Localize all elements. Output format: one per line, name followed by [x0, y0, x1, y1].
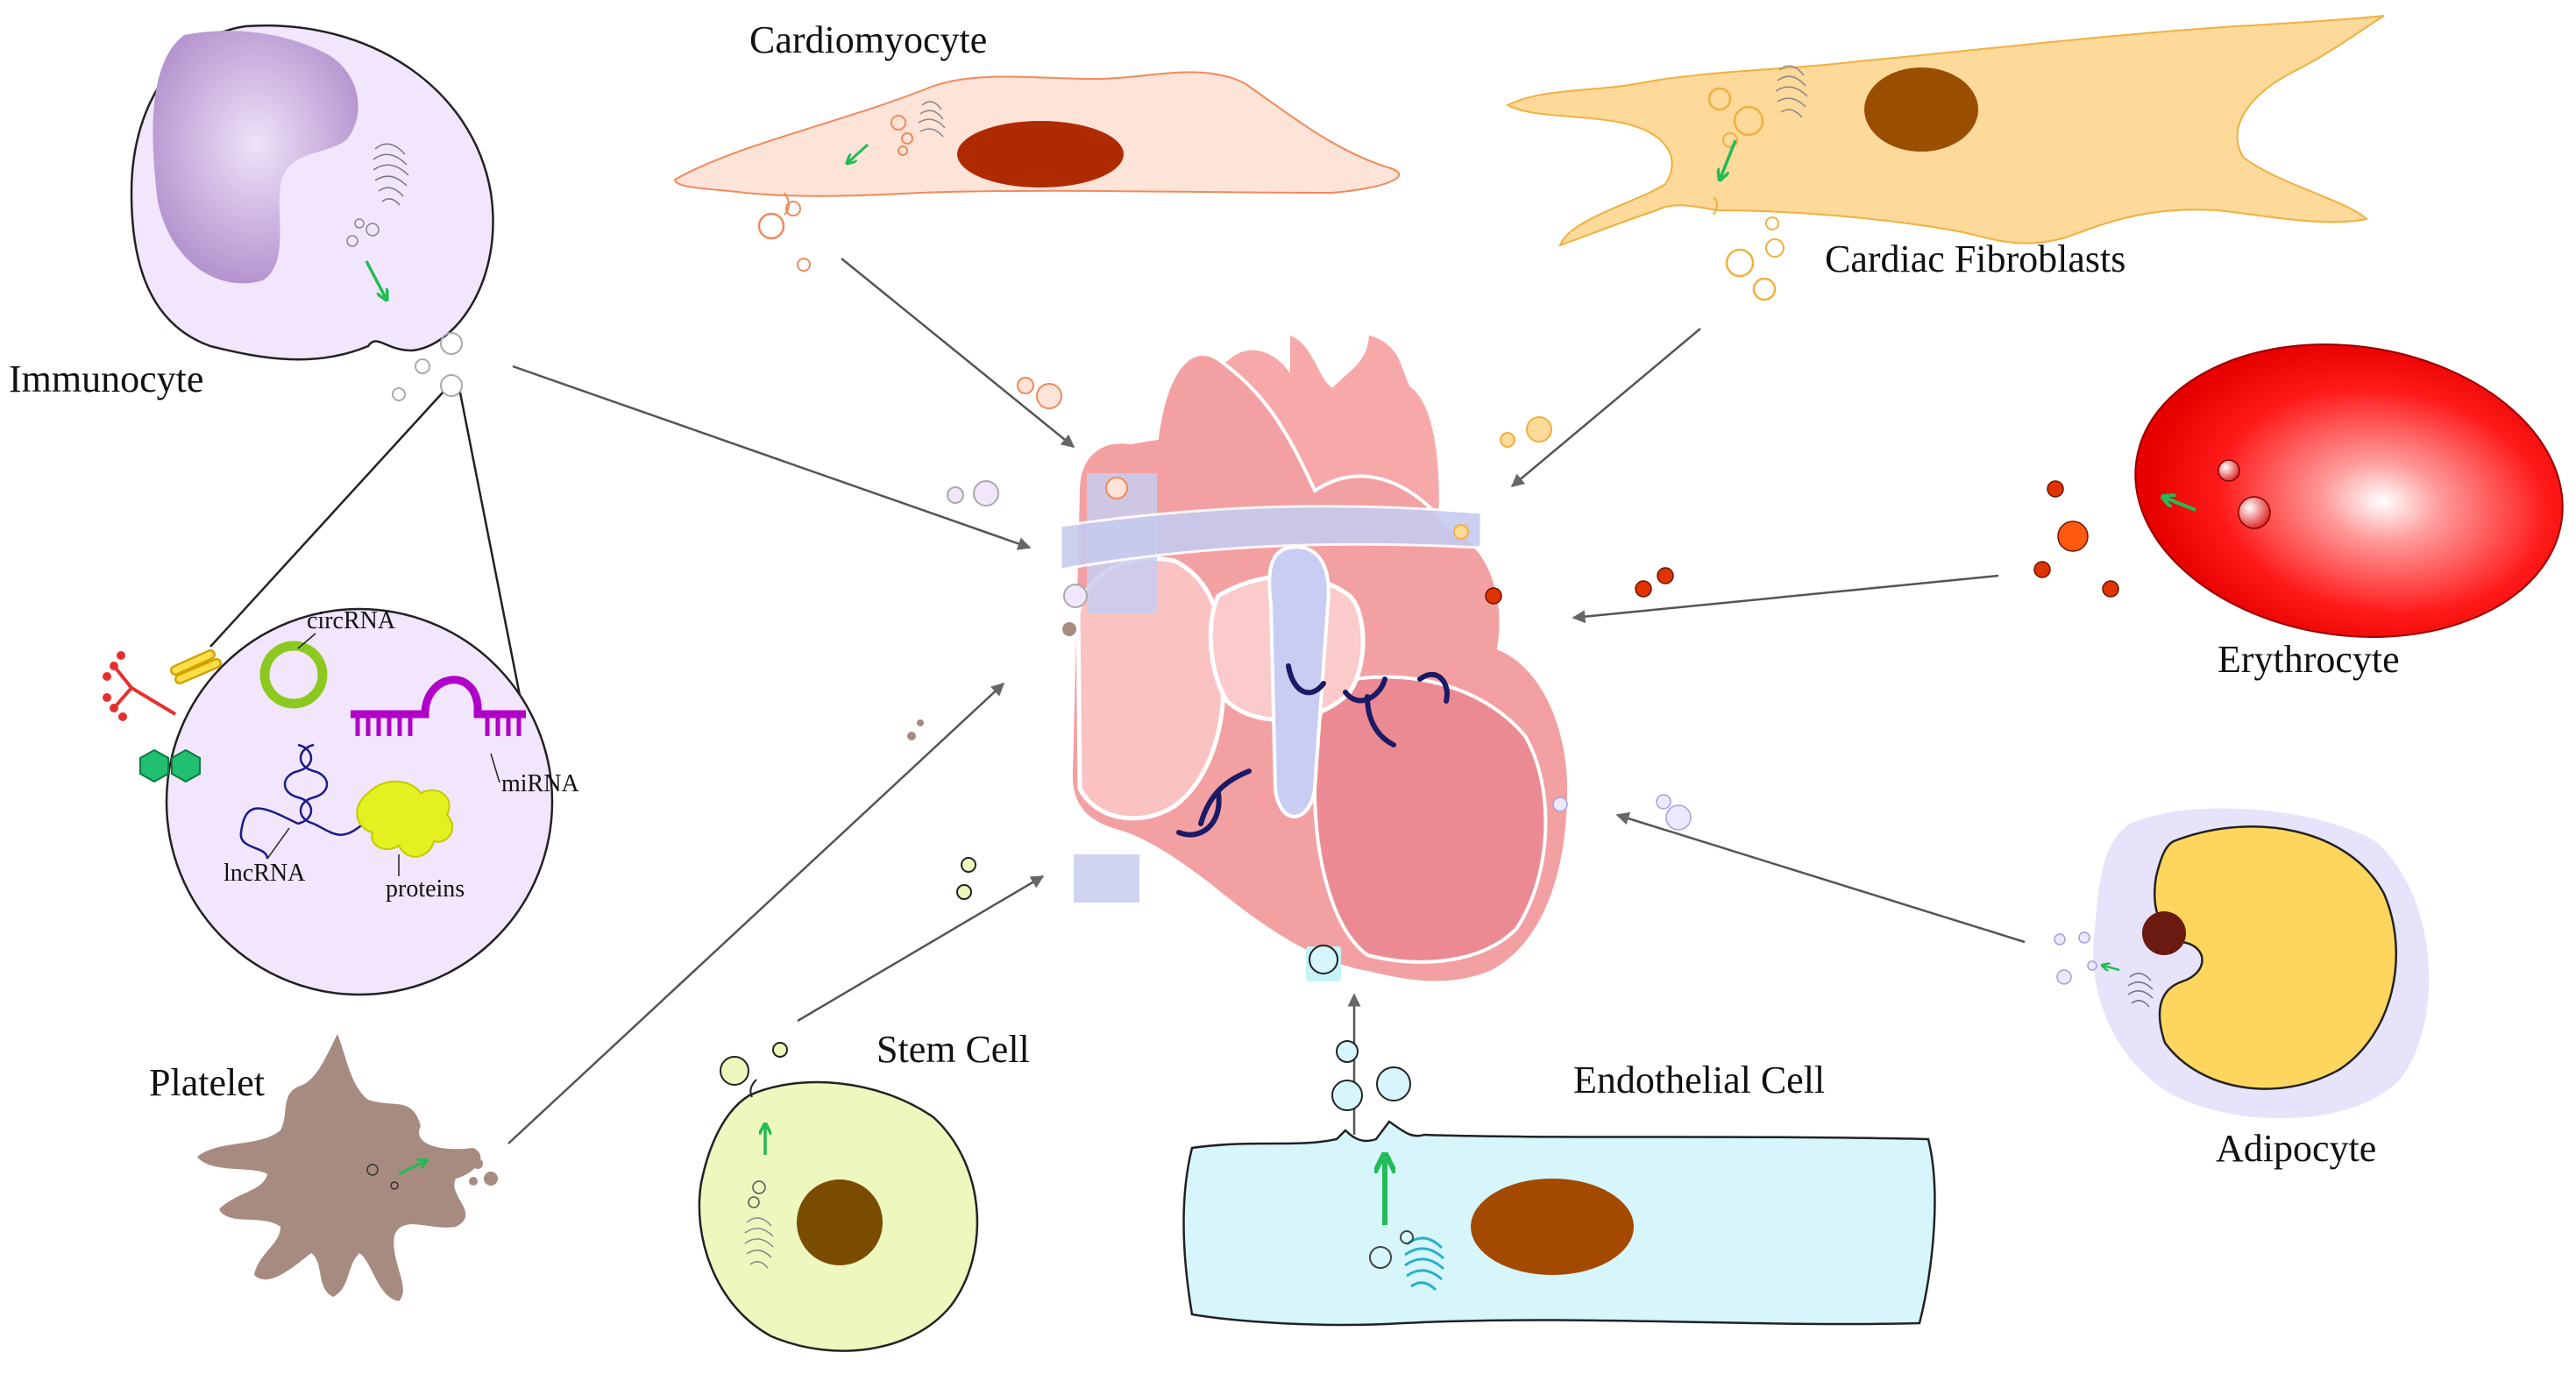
- fibroblast-golgi-icon: [1775, 65, 1808, 118]
- endothelial-golgi-icon: [1404, 1236, 1445, 1292]
- receptor-icon: [170, 649, 222, 684]
- adipocyte-golgi-icon: [2127, 973, 2154, 1008]
- endothelial-nucleus: [1471, 1179, 1634, 1275]
- cardiomyocyte-green-arrow-icon: [848, 143, 869, 162]
- stem-cell: Stem Cell: [698, 857, 1030, 1352]
- arrow-cardiomyocyte-to-heart: [841, 258, 1075, 448]
- adipocyte-cell: Adipocyte: [1552, 794, 2430, 1170]
- fibroblast-nucleus: [1864, 67, 1978, 152]
- platelet-body: [197, 1034, 481, 1301]
- chordae-2: [1286, 663, 1450, 747]
- immunocyte-label: Immunocyte: [9, 358, 203, 400]
- heart: [1059, 330, 1572, 985]
- fibroblast-label: Cardiac Fibroblasts: [1825, 237, 2125, 280]
- lncrna-icon: [239, 743, 386, 860]
- erythrocyte-cell: Erythrocyte: [1635, 343, 2564, 681]
- antibody-dots: [103, 651, 127, 721]
- arrow-platelet-to-heart: [507, 682, 1005, 1144]
- chordae-1: [1176, 768, 1252, 838]
- hexagon-receptor-icon: [139, 748, 201, 783]
- lncrna-label: lncRNA: [224, 860, 306, 887]
- immunocyte-green-arrow-icon: [365, 260, 386, 298]
- antibody-icon: [112, 664, 177, 716]
- immunocyte-golgi-icon: [373, 143, 409, 206]
- immunocyte-cell: Immunocyte: [9, 24, 494, 401]
- fibroblast-green-arrow-icon: [1721, 139, 1737, 178]
- mirna-icon: [351, 676, 526, 719]
- cardiomyocyte-nucleus: [957, 121, 1124, 188]
- inferior-vena-cava: [1074, 854, 1139, 903]
- platelet-green-arrow-icon: [398, 1161, 425, 1176]
- circrna-label: circRNA: [307, 607, 396, 634]
- heart-vesicles: [947, 377, 1552, 636]
- cardiomyocyte-golgi-icon: [918, 101, 946, 138]
- arrow-erythrocyte-to-heart: [1572, 574, 1999, 624]
- erythrocyte-label: Erythrocyte: [2218, 638, 2400, 681]
- mirna-label: miRNA: [501, 770, 579, 797]
- adipocyte-green-arrow-icon: [2104, 966, 2120, 970]
- mirna-teeth: [355, 714, 522, 736]
- proteins-label: proteins: [386, 875, 465, 903]
- left-ventricle: [1312, 675, 1548, 964]
- arrow-adipocyte-to-heart: [1615, 811, 2026, 944]
- arrow-immunocyte-to-heart: [512, 365, 1032, 550]
- proteins-icon: [356, 780, 454, 858]
- exosome-zoom: circRNA miRNA lncRNA proteins: [103, 392, 579, 996]
- endothelial-cell: Endothelial Cell: [1182, 945, 1936, 1327]
- arrows: [507, 258, 2026, 1144]
- cardiomyocyte-label: Cardiomyocyte: [749, 18, 987, 61]
- adipocyte-nucleus: [2142, 911, 2186, 955]
- cardiomyocyte-cell: Cardiomyocyte: [673, 18, 1400, 272]
- arrow-stemcell-to-heart: [797, 875, 1045, 1023]
- pulmonary-trunk: [1267, 545, 1331, 818]
- adipocyte-label: Adipocyte: [2216, 1127, 2376, 1170]
- erythrocyte-body: [2134, 343, 2564, 638]
- fibroblast-cell: Cardiac Fibroblasts: [1505, 15, 2385, 301]
- immunocyte-nucleus: [153, 31, 358, 284]
- circrna-icon: [259, 641, 328, 709]
- arrow-fibroblast-to-heart: [1510, 328, 1701, 487]
- platelet-label: Platelet: [149, 1061, 265, 1104]
- endothelial-label: Endothelial Cell: [1573, 1059, 1825, 1101]
- stem-cell-nucleus: [797, 1179, 883, 1265]
- platelet-cell: Platelet: [149, 719, 924, 1301]
- pulmonary-vessel: [1059, 505, 1483, 571]
- erythrocyte-green-arrow-icon: [2165, 498, 2196, 512]
- stem-cell-label: Stem Cell: [876, 1028, 1030, 1071]
- stem-cell-golgi-icon: [744, 1217, 774, 1269]
